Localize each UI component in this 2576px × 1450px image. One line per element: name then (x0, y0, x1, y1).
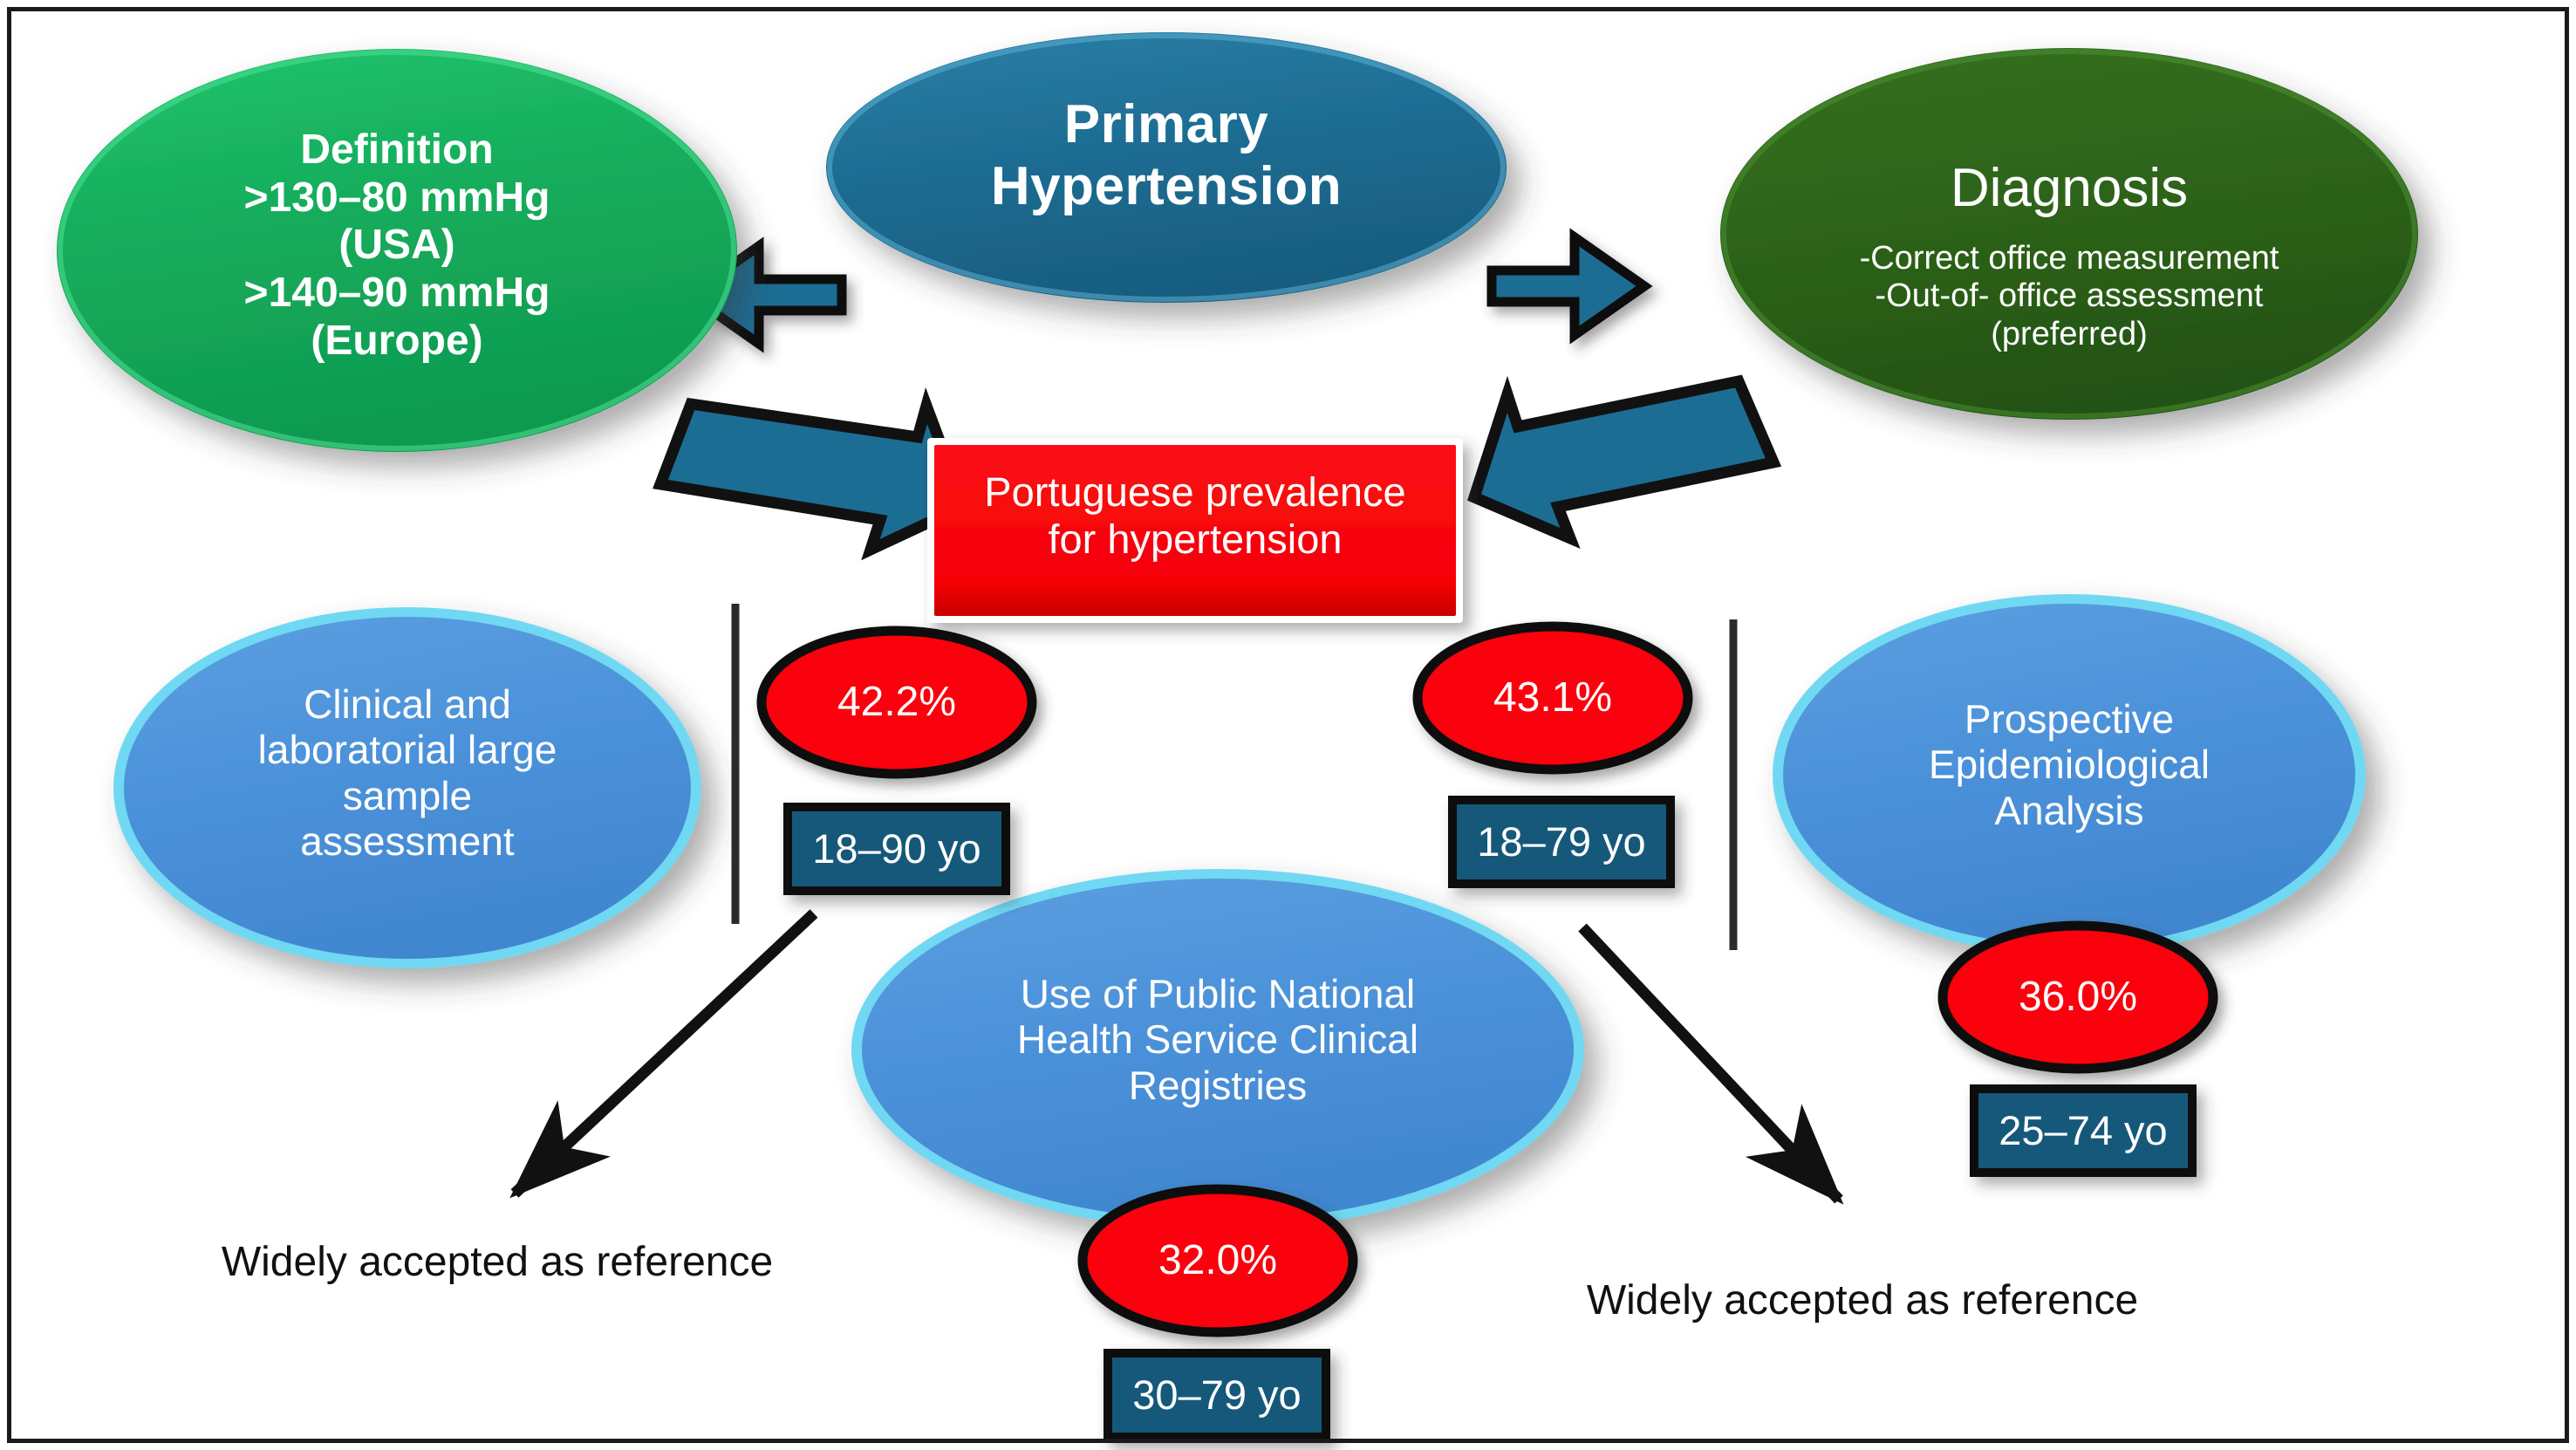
oval-percent-32[interactable] (1077, 1184, 1358, 1337)
node-clinical-lab[interactable] (113, 607, 701, 968)
box-age-30-79[interactable] (1104, 1349, 1330, 1441)
node-primary-hypertension[interactable] (826, 32, 1507, 303)
node-diagnosis[interactable] (1720, 48, 2418, 420)
box-age-18-79[interactable] (1448, 796, 1675, 888)
oval-percent-36[interactable] (1937, 920, 2218, 1074)
arrow-down-right-large (653, 386, 972, 561)
box-age-18-90[interactable] (783, 803, 1010, 895)
node-public-registries[interactable] (851, 869, 1584, 1230)
arrow-to-note-right (1578, 923, 1844, 1205)
node-definition[interactable] (57, 49, 737, 452)
arrow-center-to-diagnosis (1486, 228, 1653, 345)
oval-percent-43[interactable] (1412, 621, 1693, 775)
node-prospective-epi[interactable] (1773, 594, 2366, 955)
arrow-down-left-large (1466, 374, 1782, 550)
box-age-25-74[interactable] (1970, 1084, 2197, 1177)
arrow-to-note-left (509, 909, 818, 1199)
oval-percent-42[interactable] (756, 626, 1037, 779)
node-prevalence-box[interactable] (927, 438, 1463, 623)
